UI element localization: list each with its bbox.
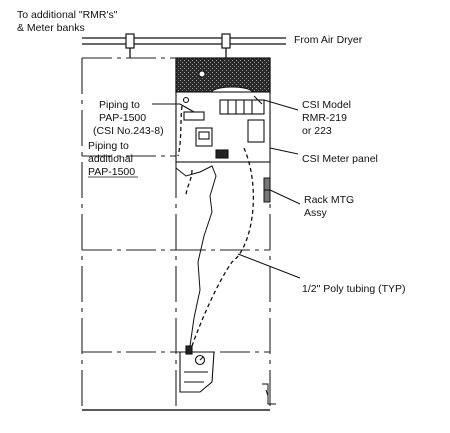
rmr-unit: [175, 57, 271, 98]
meter-panel: [175, 91, 271, 163]
cutaway-outline: [175, 165, 217, 347]
svg-text:PAP-1500: PAP-1500: [99, 112, 146, 124]
svg-text:Assy: Assy: [304, 207, 328, 219]
svg-text:RMR-219: RMR-219: [302, 112, 347, 124]
svg-text:additional: additional: [88, 153, 133, 165]
bottom-fitting: [179, 345, 215, 393]
leader-lines: [152, 99, 301, 279]
label-piping-to-pap: Piping to PAP-1500 (CSI No.243-8): [93, 99, 164, 137]
svg-text:& Meter banks: & Meter banks: [17, 22, 85, 34]
svg-text:CSI Model: CSI Model: [302, 99, 351, 111]
rack-mtg-bracket: [263, 177, 271, 203]
svg-text:Piping to: Piping to: [99, 99, 140, 111]
svg-text:(CSI No.243-8): (CSI No.243-8): [93, 125, 164, 137]
svg-text:or 223: or 223: [302, 125, 332, 137]
rack-foot: [262, 383, 276, 405]
label-from-air-dryer: From Air Dryer: [294, 34, 363, 46]
svg-text:Rack MTG: Rack MTG: [304, 194, 354, 206]
label-rack-mtg: Rack MTG Assy: [304, 194, 354, 219]
svg-text:Piping to: Piping to: [88, 140, 129, 152]
label-csi-meter-panel: CSI Meter panel: [302, 153, 378, 165]
air-header-pipe: [82, 33, 286, 58]
label-piping-to-additional: Piping to additional PAP-1500: [88, 140, 135, 178]
svg-text:PAP-1500: PAP-1500: [88, 166, 135, 178]
svg-text:To additional "RMR's": To additional "RMR's": [17, 9, 118, 21]
label-csi-model: CSI Model RMR-219 or 223: [302, 99, 351, 137]
label-to-additional-rmr: To additional "RMR's" & Meter banks: [17, 9, 118, 34]
label-poly-tubing: 1/2" Poly tubing (TYP): [302, 283, 406, 295]
piping: [177, 105, 254, 347]
